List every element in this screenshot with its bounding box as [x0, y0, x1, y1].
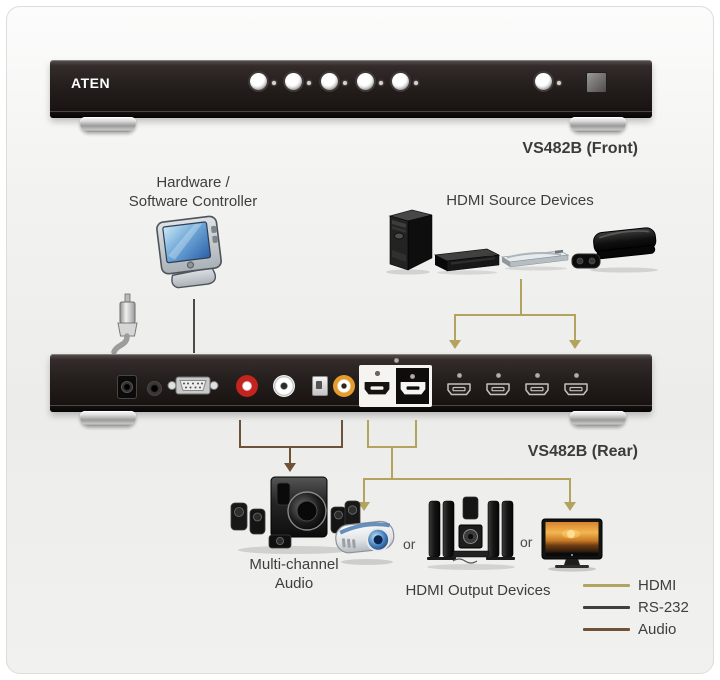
hdmi-out-a-port — [364, 382, 390, 395]
hdmi-out-b-port — [400, 382, 426, 395]
rs232-connection-line — [193, 299, 195, 353]
tv-icon — [541, 518, 603, 572]
audio-label-line2: Audio — [274, 575, 314, 592]
hdmiout-branch-line — [367, 446, 417, 448]
legend-line-audio — [583, 628, 630, 631]
sources-right-arrow — [569, 340, 581, 349]
hdmi-out-section — [359, 365, 432, 407]
hdmi-in-1-port — [447, 383, 471, 396]
controller-label-line1: Hardware / — [156, 174, 230, 191]
audio-branch-line — [239, 446, 343, 448]
hdmi-in-1-led — [457, 373, 462, 378]
hdmiout-right-drop — [415, 420, 417, 448]
audio-right-drop — [341, 420, 343, 448]
mode-led — [557, 81, 561, 85]
sources-stem-line — [520, 279, 522, 315]
audio-stem-line — [289, 448, 291, 464]
hdmiout-wide-line — [363, 478, 571, 480]
port-led-4 — [379, 81, 383, 85]
legend-line-rs232 — [583, 606, 630, 609]
port-button-3 — [321, 73, 338, 90]
computer-tower-icon — [386, 209, 433, 275]
hdmi-in-2-led — [496, 373, 501, 378]
front-foot-left — [80, 117, 136, 132]
audio-left-drop — [239, 420, 241, 448]
port-button-5 — [392, 73, 409, 90]
optical-port — [312, 376, 328, 396]
hdmi-in-3-port — [525, 383, 549, 396]
panel-screw — [394, 358, 399, 363]
port-led-2 — [307, 81, 311, 85]
audio-arrow — [284, 463, 296, 472]
rear-foot-left — [80, 411, 136, 426]
or-text-2: or — [520, 534, 533, 550]
tv-arrow — [564, 502, 576, 511]
legend-row-hdmi: HDMI — [583, 577, 703, 594]
controller-label: Hardware / Software Controller — [98, 173, 288, 211]
dvd-player-icon — [433, 248, 501, 275]
rear-panel-label: VS482B (Rear) — [527, 443, 638, 460]
hdmiout-tv-drop — [569, 478, 571, 503]
legend-line-hdmi — [583, 584, 630, 587]
speaker-system-icon — [230, 476, 361, 554]
legend-row-rs232: RS-232 — [583, 599, 703, 616]
hdmiout-stem-line — [391, 448, 393, 480]
port-button-1 — [250, 73, 267, 90]
rca-coax-port — [333, 375, 355, 397]
front-foot-right — [570, 117, 626, 132]
home-theater-icon — [427, 496, 515, 570]
hdmiout-left-drop — [367, 420, 369, 448]
port-led-5 — [414, 81, 418, 85]
legend-label-hdmi: HDMI — [638, 577, 677, 594]
audio-output-label: Multi-channel Audio — [219, 555, 369, 593]
sources-right-drop — [574, 314, 576, 341]
port-led-1 — [272, 81, 276, 85]
audio-label-line1: Multi-channel — [249, 556, 339, 573]
sources-branch-line — [454, 314, 576, 316]
rear-foot-right — [570, 411, 626, 426]
game-console-icon — [571, 227, 658, 273]
front-panel-label: VS482B (Front) — [522, 140, 638, 157]
projector-icon — [335, 520, 395, 565]
mode-button — [535, 73, 552, 90]
hdmi-in-2-port — [486, 383, 510, 396]
minijack-port — [147, 381, 162, 396]
front-panel: ATEN — [50, 60, 652, 118]
legend-label-audio: Audio — [638, 621, 677, 638]
rca-red-port — [236, 375, 258, 397]
legend-label-rs232: RS-232 — [638, 599, 689, 616]
touch-controller-icon — [156, 215, 222, 289]
hdmiout-proj-drop — [363, 478, 365, 503]
port-button-4 — [357, 73, 374, 90]
projector-arrow — [358, 502, 370, 511]
legend-row-audio: Audio — [583, 621, 703, 638]
outputs-title: HDMI Output Devices — [405, 582, 551, 599]
sources-title: HDMI Source Devices — [446, 192, 594, 209]
sources-left-drop — [454, 314, 456, 341]
hdmi-in-4-port — [564, 383, 588, 396]
aten-logo: ATEN — [71, 75, 111, 91]
port-led-3 — [343, 81, 347, 85]
port-button-2 — [285, 73, 302, 90]
hdmi-in-3-led — [535, 373, 540, 378]
serial-port — [167, 376, 219, 395]
power-plug-icon — [111, 293, 138, 355]
ir-receiver-window — [586, 72, 607, 93]
controller-label-line2: Software Controller — [128, 193, 258, 210]
rca-white-port — [273, 375, 295, 397]
or-text-1: or — [403, 536, 416, 552]
dc-power-jack — [117, 375, 137, 399]
hdmi-out-b-screw — [410, 374, 415, 379]
sources-left-arrow — [449, 340, 461, 349]
set-top-box-icon — [500, 249, 570, 271]
hdmi-out-a-screw — [375, 371, 380, 376]
rear-panel — [50, 354, 652, 412]
diagram-card: ATEN VS482B (Front) Hardware / Software … — [6, 6, 714, 674]
hdmi-in-4-led — [574, 373, 579, 378]
